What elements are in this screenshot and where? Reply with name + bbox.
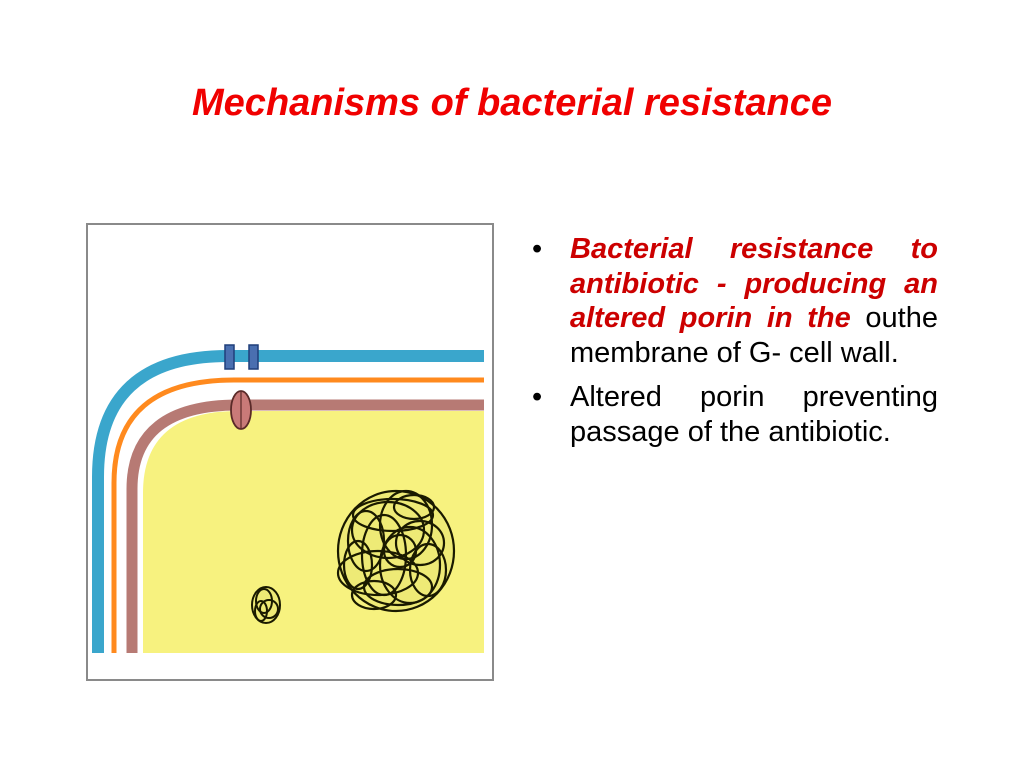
cell-wall xyxy=(111,377,484,653)
inner-membrane xyxy=(126,399,484,653)
porin-left xyxy=(224,344,235,370)
bullet-1-emphasis: Bacterial resistance to antibiotic - pro… xyxy=(570,233,938,334)
bullet-item-2: • Altered porin preventing passage of th… xyxy=(528,380,938,449)
porin-right xyxy=(248,344,259,370)
bullet-marker: • xyxy=(532,381,543,413)
plasmid-dna xyxy=(251,586,281,624)
bacterial-cell-diagram xyxy=(86,223,494,681)
outer-membrane xyxy=(92,350,484,653)
bullet-1-text: outhe membrane of G- cell wall. xyxy=(570,302,938,369)
bullet-item-1: • Bacterial resistance to antibiotic - p… xyxy=(528,232,938,370)
nucleoid-dna xyxy=(336,489,456,613)
bullet-marker: • xyxy=(532,233,543,265)
bullet-2-text: Altered porin preventing passage of the … xyxy=(570,381,938,448)
bullet-list: • Bacterial resistance to antibiotic - p… xyxy=(528,232,938,459)
slide-title: Mechanisms of bacterial resistance xyxy=(192,82,832,124)
cell-diagram-svg xyxy=(92,344,484,653)
